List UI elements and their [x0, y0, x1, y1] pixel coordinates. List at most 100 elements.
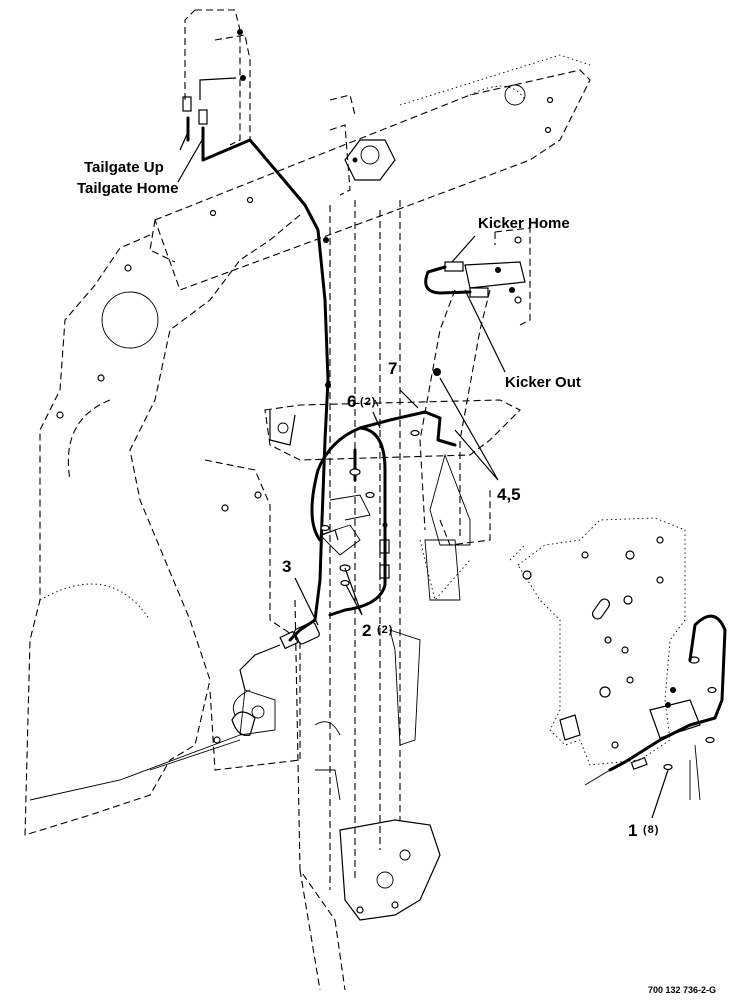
leader-item-45 — [439, 377, 499, 481]
tailgate-up-label: Tailgate Up — [84, 159, 164, 176]
harness-connector — [379, 539, 390, 554]
item-1-label: 1 — [628, 821, 637, 840]
harness-connector — [379, 564, 390, 579]
panel-cutout — [101, 291, 159, 349]
kicker-frame — [264, 289, 521, 601]
kicker-out-label: Kicker Out — [505, 374, 581, 391]
bracket-bolt — [237, 29, 243, 35]
tailgate-switch-wire — [199, 77, 237, 100]
side-panel-outline — [24, 214, 301, 836]
plate-hole — [604, 636, 612, 644]
pivot-bolt — [352, 157, 358, 163]
kicker-home-sensor — [444, 261, 464, 272]
harness-hardware — [320, 237, 441, 587]
connector-pin — [382, 522, 388, 528]
plate-hole — [251, 705, 265, 719]
washer — [707, 686, 717, 694]
detail-mount-plate — [509, 517, 727, 801]
wiring-harness — [201, 138, 457, 642]
leader-item-7 — [399, 389, 419, 409]
plate-hole — [621, 646, 629, 654]
frame-hole — [277, 422, 289, 434]
kicker-home-label: Kicker Home — [478, 215, 570, 232]
item-2-qty: (2) — [377, 624, 393, 636]
beam-hole — [246, 196, 254, 204]
beam-hole — [504, 84, 526, 106]
tailgate-up-sensor — [182, 96, 192, 112]
washer — [320, 524, 330, 532]
slot — [591, 598, 611, 620]
panel-hole — [97, 374, 105, 382]
post-base-hole — [356, 906, 364, 914]
leader-lines — [177, 131, 669, 819]
bracket-hole — [514, 236, 522, 244]
kicker-out-sensor — [469, 287, 489, 298]
top-cross-beam — [149, 54, 591, 291]
beam-hole — [546, 96, 554, 104]
post-base-hole — [391, 901, 399, 909]
part-number: 700 132 736-2-G — [648, 985, 716, 995]
sensor-nut — [509, 287, 515, 293]
panel-hole — [124, 264, 132, 272]
plug-body — [294, 621, 320, 645]
tailgate-home-label: Tailgate Home — [77, 180, 178, 197]
plate-hole — [656, 576, 664, 584]
plate-hole — [581, 551, 589, 559]
main-connector-plug — [29, 621, 320, 801]
plate-hole — [254, 491, 262, 499]
kicker-sensor-bracket — [424, 227, 531, 326]
pivot-hole — [360, 145, 380, 165]
cable-plug — [630, 757, 648, 770]
washer — [349, 468, 361, 476]
leader-item-2 — [344, 567, 363, 616]
plate-hole — [625, 550, 635, 560]
washer — [705, 736, 715, 744]
post-base-hole — [376, 871, 394, 889]
plate-hole — [599, 686, 611, 698]
item-45-label: 4,5 — [497, 485, 521, 504]
plate-hole — [626, 676, 634, 684]
center-mount-plate — [204, 459, 301, 771]
bracket-hole — [514, 296, 522, 304]
item-1-qty: (8) — [643, 824, 659, 836]
harness-clip — [323, 237, 329, 243]
plate-hole — [221, 504, 229, 512]
harness-clip — [325, 382, 331, 388]
leader-tailgate-up — [179, 131, 189, 151]
item-2-label: 2 — [362, 621, 371, 640]
item-3-label: 3 — [282, 557, 291, 576]
beam-hole — [544, 126, 552, 134]
beam-hole — [209, 209, 217, 217]
tailgate-home-sensor — [198, 109, 208, 125]
plate-hole — [213, 736, 221, 744]
washer — [340, 579, 350, 587]
plate-hole — [611, 741, 619, 749]
plate-hole — [522, 570, 532, 580]
sensor-nut — [670, 687, 676, 693]
leader-kicker-out — [464, 289, 506, 373]
item-6-qty: (2) — [360, 396, 376, 408]
plate-hole — [656, 536, 664, 544]
leader-tailgate-home — [177, 139, 203, 183]
leader-kicker-home — [451, 235, 476, 263]
bracket-bolt — [240, 75, 246, 81]
item-6-label: 6 — [347, 392, 356, 411]
leader-item-3 — [294, 577, 319, 626]
sensor-nut — [665, 702, 671, 708]
washer — [410, 429, 420, 437]
sensor-nut — [495, 267, 501, 273]
washer — [663, 763, 673, 771]
plate-hole — [623, 595, 633, 605]
leader-item-6 — [372, 411, 381, 429]
main-upright-post — [294, 200, 441, 991]
bolt-4-5 — [433, 368, 441, 376]
panel-hole — [56, 411, 64, 419]
post-base-hole — [399, 849, 411, 861]
leader-item-1 — [651, 769, 669, 819]
plug-nut — [279, 630, 299, 650]
washer — [365, 491, 375, 499]
tailgate-switch-bracket — [182, 9, 251, 162]
item-7-label: 7 — [388, 359, 397, 378]
